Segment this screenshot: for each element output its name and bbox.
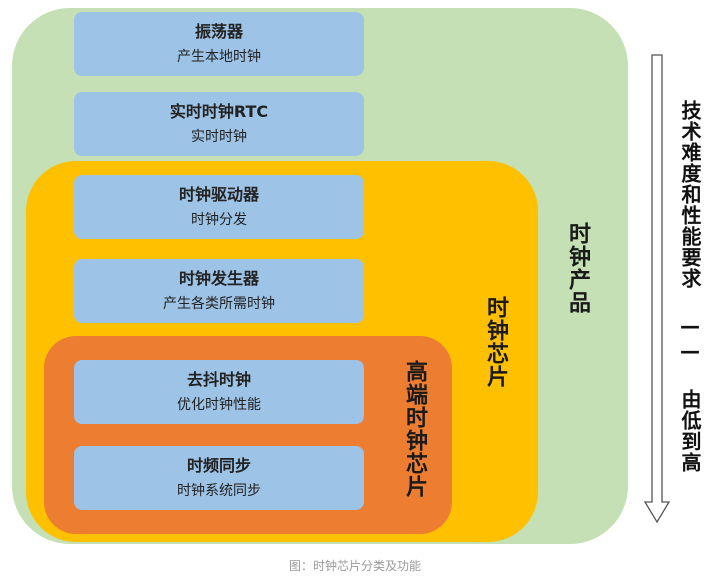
box-subtitle: 实时时钟: [191, 129, 247, 145]
box-clock-generator: 时钟发生器 产生各类所需时钟: [74, 259, 364, 323]
box-title: 去抖时钟: [186, 370, 251, 389]
down-arrow-icon: [644, 54, 670, 524]
difficulty-label: 技术难度和性能要求 —— 由低到高: [678, 100, 702, 473]
box-time-frequency-sync: 时频同步 时钟系统同步: [74, 446, 364, 510]
box-subtitle: 时钟系统同步: [177, 483, 261, 499]
box-subtitle: 产生本地时钟: [177, 49, 261, 65]
box-subtitle: 产生各类所需时钟: [163, 296, 275, 312]
box-title: 实时时钟RTC: [169, 102, 269, 121]
box-title: 时钟发生器: [178, 269, 259, 288]
box-title: 时钟驱动器: [178, 185, 259, 204]
clock-chips-label: 时钟芯片: [483, 296, 508, 388]
box-jitter-cleaner: 去抖时钟 优化时钟性能: [74, 360, 364, 424]
box-title: 时频同步: [186, 456, 251, 475]
high-end-clock-chips-label: 高端时钟芯片: [402, 360, 427, 498]
clock-products-label: 时钟产品: [565, 222, 590, 314]
box-oscillator: 振荡器 产生本地时钟: [74, 12, 364, 76]
box-rtc: 实时时钟RTC 实时时钟: [74, 92, 364, 156]
box-title: 振荡器: [194, 22, 243, 41]
figure-caption: 图：时钟芯片分类及功能: [288, 559, 421, 573]
box-subtitle: 时钟分发: [191, 212, 247, 228]
box-clock-driver: 时钟驱动器 时钟分发: [74, 175, 364, 239]
box-subtitle: 优化时钟性能: [177, 397, 261, 413]
